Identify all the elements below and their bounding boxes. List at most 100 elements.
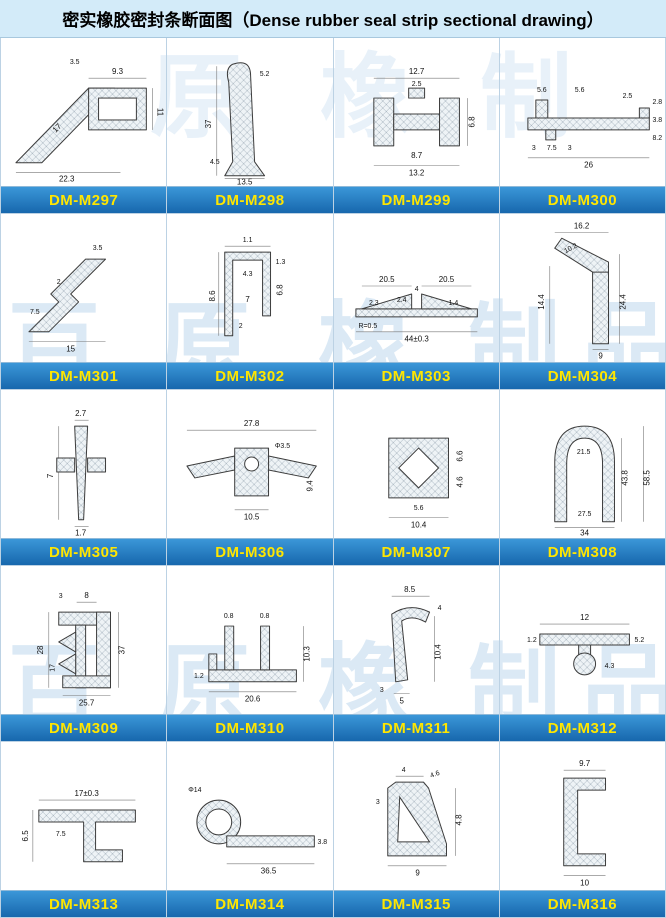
cell-dm-m316: 9.7 10 DM-M316 — [499, 742, 666, 918]
dim-label: Φ3.5 — [275, 443, 290, 450]
dim-label: 5.2 — [634, 637, 644, 644]
dim-label: 2.3 — [368, 300, 378, 307]
dim-label: 28 — [36, 645, 45, 654]
cross-section-drawing: 12.7 2.5 6.8 8.7 13.2 — [334, 38, 499, 186]
dim-label: 10.3 — [303, 646, 312, 662]
dim-label: 16.2 — [574, 221, 590, 230]
model-number: DM-M306 — [215, 543, 285, 561]
dim-label: 2.8 — [652, 99, 662, 106]
dim-label: R=0.5 — [358, 323, 377, 330]
model-label: DM-M315 — [333, 890, 499, 917]
cross-section-drawing: 12 1.2 5.2 4.3 — [500, 566, 665, 714]
profile-shape — [74, 425, 89, 521]
profile-shape — [58, 653, 77, 675]
model-number: DM-M305 — [48, 543, 119, 561]
cross-section-drawing: 3.5 2 7.5 15 — [1, 214, 166, 362]
profile-hole — [244, 456, 260, 472]
model-label: DM-M308 — [499, 538, 665, 565]
model-number: DM-M299 — [381, 191, 451, 209]
dim-label: 9.4 — [306, 480, 315, 492]
cell-dm-m304: 16.2 10.2 14.4 9 24.4 DM-M304 — [499, 214, 666, 390]
profile-shape — [28, 258, 107, 333]
dim-label: 37 — [117, 645, 126, 654]
dim-label: 1.2 — [527, 637, 537, 644]
profile-shape — [38, 809, 136, 863]
cross-section-drawing: 1.1 4.3 1.3 8.6 7 6.8 2 — [167, 214, 332, 362]
cross-section-drawing: 0.8 0.8 10.3 1.2 20.6 — [167, 566, 332, 714]
model-label: DM-M313 — [1, 890, 167, 917]
dim-label: 4.3 — [243, 271, 253, 278]
dim-label: 5.6 — [537, 87, 547, 94]
cell-dm-m314: Φ14 36.5 3.8 DM-M314 — [167, 742, 334, 918]
profile-shape — [420, 293, 472, 310]
dim-label: 4.6 — [455, 476, 464, 488]
profile-shape — [527, 117, 650, 131]
dim-label: 6.8 — [276, 284, 285, 296]
dim-label: 9.7 — [579, 759, 591, 768]
dim-label: 5 — [399, 697, 404, 706]
dim-label: 1.4 — [448, 300, 458, 307]
dim-label: 10.4 — [410, 521, 426, 530]
cell-dm-m301: 3.5 2 7.5 15 DM-M301 — [1, 214, 168, 390]
dim-label: 10 — [580, 879, 589, 888]
dim-label: 6.8 — [467, 116, 476, 128]
dim-label: 17 — [50, 664, 57, 672]
dim-label: 9 — [598, 352, 603, 361]
dim-label: 3 — [375, 799, 379, 806]
dim-label: 4 — [414, 286, 418, 293]
profile-shape — [554, 425, 615, 523]
cell-dm-m297: 9.3 3.5 17 11 22.3 DM-M297 — [1, 38, 168, 214]
dim-label: 21.5 — [577, 449, 591, 456]
model-number: DM-M298 — [215, 191, 285, 209]
cell-dm-m305: 2.7 7 1.7 DM-M305 — [1, 390, 168, 566]
cross-section-drawing: 4 4.6 4.8 3 9 — [334, 742, 499, 890]
cross-section-drawing: 2.7 7 1.7 — [1, 390, 166, 538]
profile-svg-m309: 8 3 28 17 25.7 37 — [36, 591, 127, 708]
model-number: DM-M304 — [547, 367, 618, 385]
dim-label: 10.5 — [244, 513, 260, 522]
dim-label: 4.8 — [454, 814, 463, 826]
profile-shape — [224, 62, 266, 177]
dim-label: 2.7 — [75, 409, 87, 418]
dim-label: 12.7 — [408, 67, 424, 76]
dim-label: 15 — [66, 345, 75, 354]
cross-section-drawing: 16.2 10.2 14.4 9 24.4 — [500, 214, 665, 362]
profile-shape — [260, 625, 271, 671]
profile-shape — [224, 251, 272, 337]
model-label: DM-M299 — [333, 186, 499, 213]
cell-dm-m298: 37 5.2 4.5 13.5 DM-M298 — [167, 38, 334, 214]
dim-label: Φ14 — [188, 787, 201, 794]
dim-label: 9 — [415, 869, 420, 878]
model-number: DM-M315 — [381, 895, 451, 913]
cross-section-drawing: 8.5 4 10.4 3 5 — [334, 566, 499, 714]
model-label: DM-M316 — [499, 890, 665, 917]
cell-dm-m309: 8 3 28 17 25.7 37 DM-M309 — [1, 566, 168, 742]
model-label: DM-M310 — [167, 714, 333, 741]
dim-label: 6.5 — [21, 830, 30, 842]
profile-shape — [535, 99, 549, 119]
dim-label: 2.4 — [396, 297, 406, 304]
dim-label: 5.6 — [575, 87, 585, 94]
cell-dm-m300: 5.6 5.6 2.5 3 7.5 3 26 2.8 3.8 8.2 DM-M3… — [499, 38, 666, 214]
profile-shape — [360, 293, 412, 310]
dim-label: 14.4 — [537, 294, 546, 310]
profile-shape — [186, 455, 236, 479]
cross-section-drawing: 17±0.3 7.5 6.5 — [1, 742, 166, 890]
dim-label: 8.6 — [208, 290, 217, 302]
profile-shape — [56, 457, 76, 473]
dim-label: 20.5 — [379, 275, 395, 284]
dim-label: 4 — [437, 605, 441, 612]
model-number: DM-M297 — [48, 191, 119, 209]
profile-shape — [386, 781, 447, 857]
cross-section-drawing: 6.6 4.6 5.6 10.4 — [334, 390, 499, 538]
profile-shape — [562, 777, 606, 867]
dim-label: 3 — [379, 687, 383, 694]
profile-shape — [62, 675, 112, 689]
dim-label: 13.2 — [408, 169, 424, 178]
profile-svg-m302: 1.1 4.3 1.3 8.6 7 6.8 2 — [208, 237, 286, 337]
model-number: DM-M302 — [215, 367, 285, 385]
cell-dm-m313: 17±0.3 7.5 6.5 DM-M313 — [1, 742, 168, 918]
dim-label: 25.7 — [79, 699, 95, 708]
dim-label: 5.6 — [413, 505, 423, 512]
profile-svg-m314: Φ14 36.5 3.8 — [188, 787, 327, 876]
